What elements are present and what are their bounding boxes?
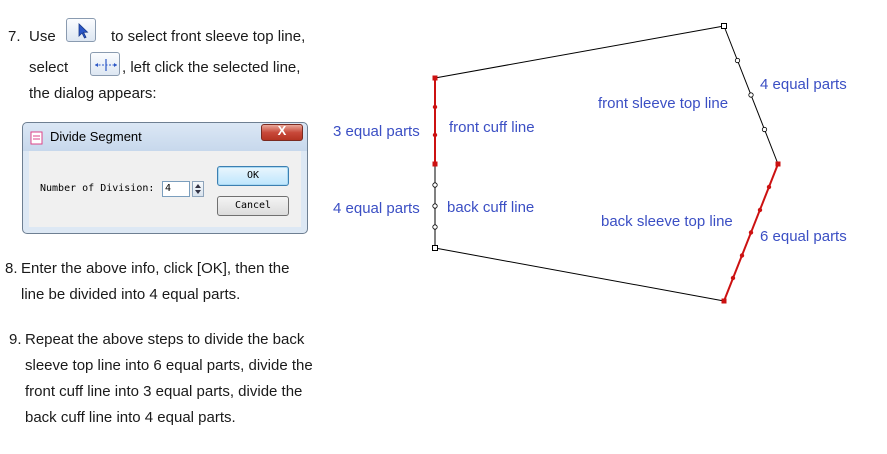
corner-point[interactable] <box>432 75 438 81</box>
step7-line1: to select front sleeve top line, <box>111 28 306 45</box>
division-point[interactable] <box>748 92 754 98</box>
divide-segment-dialog: Divide Segment X Number of Division: 4 O… <box>22 122 308 234</box>
step8-line2: line be divided into 4 equal parts. <box>21 286 241 303</box>
step9-number: 9. <box>9 331 22 348</box>
ok-button[interactable]: OK <box>217 166 289 186</box>
step9-line2: sleeve top line into 6 equal parts, divi… <box>25 357 313 374</box>
division-point[interactable] <box>748 230 754 235</box>
corner-point[interactable] <box>775 161 781 167</box>
division-point[interactable] <box>432 203 438 209</box>
step7-line3: the dialog appears: <box>29 85 157 102</box>
back-cuff-parts-label: 4 equal parts <box>333 200 420 217</box>
corner-point[interactable] <box>721 23 727 29</box>
division-point[interactable] <box>766 184 772 190</box>
cancel-button[interactable]: Cancel <box>217 196 289 216</box>
corner-point[interactable] <box>721 298 727 304</box>
back-top-parts-label: 6 equal parts <box>760 228 847 245</box>
step9-line1: Repeat the above steps to divide the bac… <box>25 331 305 348</box>
select-arrow-tool-button[interactable] <box>66 18 96 42</box>
division-point[interactable] <box>432 104 438 110</box>
step8-line1: Enter the above info, click [OK], then t… <box>21 260 290 277</box>
front-cuff-line-label: front cuff line <box>449 119 535 136</box>
division-point[interactable] <box>730 275 736 281</box>
step8-number: 8. <box>5 260 18 277</box>
dialog-body: Number of Division: 4 OK Cancel <box>29 151 301 227</box>
front-sleeve-top-label: front sleeve top line <box>598 95 728 112</box>
close-icon: X <box>277 123 287 138</box>
corner-point[interactable] <box>432 161 438 167</box>
step9-line3: front cuff line into 3 equal parts, divi… <box>25 383 303 400</box>
dialog-title: Divide Segment <box>50 129 142 144</box>
step7-number: 7. <box>8 28 21 45</box>
division-point[interactable] <box>757 207 763 213</box>
spin-down-icon[interactable] <box>195 190 201 194</box>
front-sleeve-top-line[interactable] <box>434 25 725 79</box>
step9-line4: back cuff line into 4 equal parts. <box>25 409 236 426</box>
front-top-parts-label: 4 equal parts <box>760 76 847 93</box>
step7-use-text: Use <box>29 28 56 45</box>
select-arrow-icon <box>78 23 89 39</box>
division-point[interactable] <box>432 132 438 138</box>
division-point[interactable] <box>761 126 768 133</box>
dialog-close-button[interactable]: X <box>261 123 303 141</box>
step7-select-text: select <box>29 59 69 76</box>
divide-segment-tool-button[interactable] <box>90 52 120 76</box>
division-point[interactable] <box>734 57 741 64</box>
front-cuff-parts-label: 3 equal parts <box>333 123 420 140</box>
division-point[interactable] <box>432 224 438 230</box>
division-count-label: Number of Division: <box>40 183 155 194</box>
back-cuff-line-label: back cuff line <box>447 199 534 216</box>
back-sleeve-top-line[interactable] <box>434 247 725 302</box>
division-count-input[interactable]: 4 <box>162 181 190 197</box>
division-count-spinner[interactable] <box>192 181 204 197</box>
corner-point[interactable] <box>432 245 438 251</box>
spin-up-icon[interactable] <box>195 184 201 188</box>
step7-line2: , left click the selected line, <box>122 59 301 76</box>
divide-segment-icon <box>95 59 117 71</box>
back-sleeve-top-label: back sleeve top line <box>601 213 733 230</box>
division-point[interactable] <box>739 253 745 258</box>
app-icon <box>30 131 43 145</box>
division-point[interactable] <box>432 182 438 188</box>
